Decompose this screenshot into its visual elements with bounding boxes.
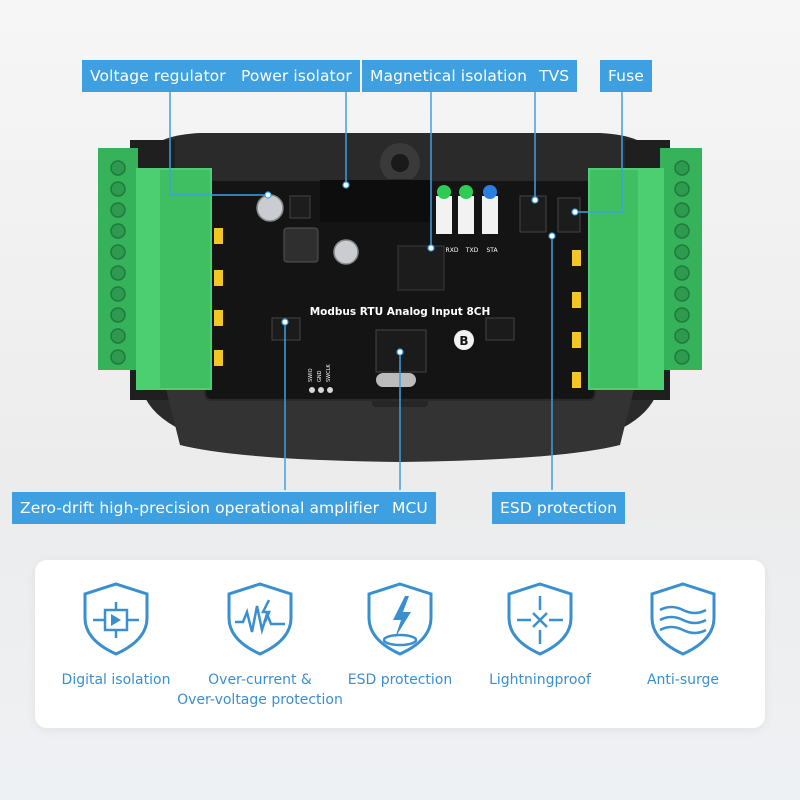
opamp-right	[485, 317, 515, 341]
product-illustration: RXD TXD STA Modbus RTU Analog Input 8CH SW…	[98, 92, 702, 490]
jumper	[214, 228, 223, 244]
terminal-screw	[110, 286, 126, 302]
terminal-screw	[674, 328, 690, 344]
callout-power-isolator: Power isolator	[233, 60, 360, 92]
feature-label-overcurrent: Over-current & Over-voltage protection	[177, 670, 343, 710]
feature-overcurrent: Over-current & Over-voltage protection	[177, 560, 343, 710]
feature-label-anti-surge: Anti-surge	[646, 672, 720, 688]
crystal	[376, 373, 416, 387]
led-label: TXD	[465, 247, 479, 254]
callout-voltage-regulator: Voltage regulator	[82, 60, 234, 92]
terminal-screw	[110, 265, 126, 281]
terminal-screw	[674, 265, 690, 281]
callout-magnetical-isolation: Magnetical isolation	[362, 60, 536, 92]
surge-icon	[650, 582, 716, 656]
mcu-chip	[375, 329, 427, 373]
voltage-regulator-chip	[289, 195, 311, 219]
debug-pin-label: SWCLK	[326, 364, 332, 382]
terminal-screw	[674, 181, 690, 197]
lightning-icon	[507, 582, 573, 656]
terminal-screw	[674, 286, 690, 302]
callout-opamp: Zero-drift high-precision operational am…	[12, 492, 388, 524]
opamp-left	[271, 317, 301, 341]
callout-fuse: Fuse	[600, 60, 652, 92]
jumper	[214, 310, 223, 326]
leader-dots	[264, 181, 579, 356]
terminal-screw	[674, 223, 690, 239]
capacitor-2	[333, 239, 359, 265]
feature-label-overcurrent-line2: Over-voltage protection	[177, 692, 343, 708]
led-light-pipes	[436, 185, 498, 234]
jumper	[214, 270, 223, 286]
leader-lines	[169, 92, 623, 490]
terminal-screw	[110, 328, 126, 344]
terminal-screw	[110, 160, 126, 176]
overcurrent-icon	[227, 582, 293, 656]
terminal-screw	[110, 223, 126, 239]
feature-digital-isolation: Digital isolation	[41, 560, 191, 690]
terminal-screw	[110, 181, 126, 197]
jumper	[214, 350, 223, 366]
fuses	[557, 197, 581, 233]
feature-anti-surge: Anti-surge	[608, 560, 758, 690]
jumper	[572, 372, 581, 388]
terminal-screw	[110, 244, 126, 260]
inductor	[283, 227, 319, 263]
feature-esd-protection: ESD protection	[325, 560, 475, 690]
brand-logo	[454, 330, 474, 350]
feature-label-esd-protection: ESD protection	[347, 672, 453, 688]
debug-pin	[318, 387, 324, 393]
debug-pin	[309, 387, 315, 393]
terminal-screw	[674, 202, 690, 218]
terminal-screw	[674, 244, 690, 260]
terminal-screw	[110, 202, 126, 218]
led-label: STA	[486, 247, 498, 254]
callout-tvs: TVS	[531, 60, 578, 92]
power-isolator-chip	[320, 180, 432, 222]
feature-label-digital-isolation: Digital isolation	[61, 672, 171, 688]
feature-label-overcurrent-line1: Over-current &	[208, 672, 312, 688]
terminal-screw	[674, 160, 690, 176]
board-title: Modbus RTU Analog Input 8CH	[310, 306, 491, 318]
terminal-block-right	[588, 148, 702, 390]
magnetic-isolation-chip	[397, 245, 445, 291]
capacitor-1	[256, 194, 284, 222]
terminal-screw	[110, 307, 126, 323]
feature-lightningproof: Lightningproof	[465, 560, 615, 690]
esd-icon	[367, 582, 433, 656]
digital-isolation-icon	[83, 582, 149, 656]
feature-label-lightningproof: Lightningproof	[489, 672, 591, 688]
terminal-screw	[674, 307, 690, 323]
debug-pin	[327, 387, 333, 393]
jumper	[572, 250, 581, 266]
led-label: RXD	[446, 247, 459, 254]
callout-mcu: MCU	[384, 492, 436, 524]
jumper	[572, 332, 581, 348]
debug-pin-label: SWIO	[308, 368, 314, 382]
debug-pin-label: GND	[317, 370, 323, 382]
terminal-screw	[110, 349, 126, 365]
terminal-screw	[674, 349, 690, 365]
callout-esd-protection: ESD protection	[492, 492, 626, 524]
jumper	[572, 292, 581, 308]
brand-logo-letter: B	[459, 334, 468, 348]
features-panel: Digital isolation Over-current & Over-vo…	[35, 560, 765, 728]
